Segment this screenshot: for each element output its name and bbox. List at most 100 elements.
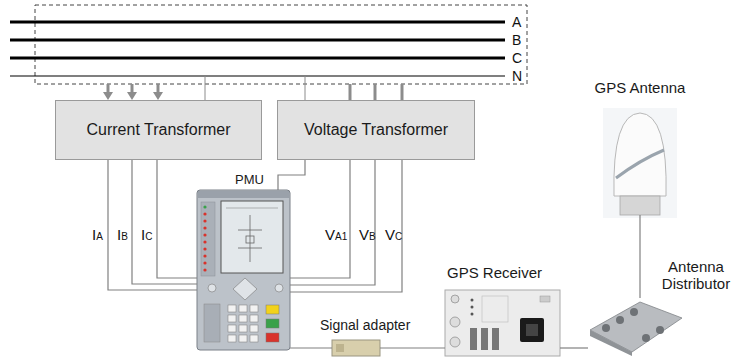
pmu-button [275, 284, 283, 292]
pmu-led [203, 219, 206, 222]
tap-arrowhead [127, 92, 137, 100]
dashed-enclosure [35, 5, 527, 84]
key [250, 335, 258, 342]
signal-wire [639, 215, 640, 298]
tap-wire [205, 76, 206, 100]
pmu-top-strip [198, 191, 289, 198]
tap-wire [131, 84, 134, 93]
device-label: Antenna Distributor [654, 258, 738, 292]
tap-wire [305, 76, 306, 100]
signal-wire [278, 160, 402, 292]
key [228, 305, 236, 312]
screen-line [250, 215, 251, 262]
receiver-terminal [470, 328, 477, 350]
key [239, 325, 247, 332]
signal-wire [380, 347, 445, 348]
screen-symbol [246, 236, 254, 243]
pmu-led [203, 226, 206, 229]
pmu-led [203, 205, 206, 208]
receiver-led [471, 306, 474, 309]
box-title: Voltage Transformer [304, 121, 448, 139]
receiver-connector [450, 317, 460, 327]
key [239, 335, 247, 342]
key [250, 315, 258, 322]
distributor-port [656, 326, 664, 334]
pmu-green-key [266, 319, 279, 328]
key [239, 315, 247, 322]
transformer-box: Voltage Transformer [277, 100, 475, 160]
receiver-panel [445, 290, 560, 356]
phase-name: B [512, 32, 521, 48]
signal-name: IB [117, 226, 128, 246]
device-label: GPS Antenna [595, 79, 686, 96]
device-label: PMU [235, 171, 264, 188]
tap-wire [401, 84, 404, 100]
distributor-port [602, 324, 610, 332]
pmu-button [208, 284, 216, 292]
key [228, 315, 236, 322]
signal-name: VB [359, 226, 376, 246]
antenna-photo-ground [603, 108, 677, 218]
pmu-screen [221, 201, 283, 273]
pmu-led [203, 254, 206, 257]
key [250, 305, 258, 312]
box-title: Current Transformer [86, 121, 230, 139]
antenna-distributor: Antenna Distributor [588, 298, 682, 356]
receiver-led [471, 313, 474, 316]
transformer-box: Current Transformer [55, 100, 262, 160]
tap-wire [349, 84, 352, 100]
signal-wire [108, 160, 197, 290]
receiver-terminal [492, 328, 499, 350]
pmu-led-panel [201, 202, 215, 276]
phase-name: C [512, 50, 522, 66]
receiver-indicator-block [482, 296, 508, 322]
receiver-screw [451, 295, 459, 303]
pmu-led [203, 233, 206, 236]
distributor-body [590, 302, 682, 352]
receiver-switch [540, 296, 550, 302]
gps-receiver: GPS Receiver [445, 290, 560, 356]
key [228, 335, 236, 342]
pmu-side-panel [204, 304, 220, 342]
distributor-side [590, 330, 632, 356]
distributor-port [616, 316, 624, 324]
key [250, 325, 258, 332]
key [239, 305, 247, 312]
antenna-base [620, 196, 660, 215]
pmu-led [203, 268, 206, 271]
signal-wire [290, 347, 332, 348]
signal-adapter: Signal adapter [332, 340, 380, 356]
receiver-connector [450, 337, 460, 347]
neutral-line [10, 75, 505, 76]
pmu-led [203, 261, 206, 264]
distributor-port [630, 308, 638, 316]
signal-name: IC [141, 226, 152, 246]
tap-arrowhead [153, 92, 163, 100]
tap-wire [374, 84, 377, 100]
pmu-led [203, 212, 206, 215]
device-label: Signal adapter [320, 317, 410, 334]
adapter-port [336, 344, 344, 352]
device-label: GPS Receiver [447, 264, 542, 281]
antenna-swoosh [616, 150, 664, 178]
signal-name: IA [92, 226, 103, 246]
phase-name: A [512, 14, 521, 30]
receiver-led [471, 299, 474, 302]
tap-arrowhead [103, 92, 113, 100]
pmu-nav-pad [233, 278, 257, 300]
phase-line [10, 57, 505, 60]
distributor-port [642, 334, 650, 342]
antenna-dome [614, 113, 666, 196]
signal-name: VA1 [325, 226, 347, 246]
receiver-terminal [481, 328, 488, 350]
pmu-red-key [266, 333, 279, 342]
pmu-led [203, 247, 206, 250]
phase-line [10, 21, 505, 24]
adapter-body [332, 340, 380, 356]
pmu-housing [197, 190, 290, 350]
pmu-device: PMU [197, 190, 290, 350]
signal-name: VC [385, 226, 402, 246]
